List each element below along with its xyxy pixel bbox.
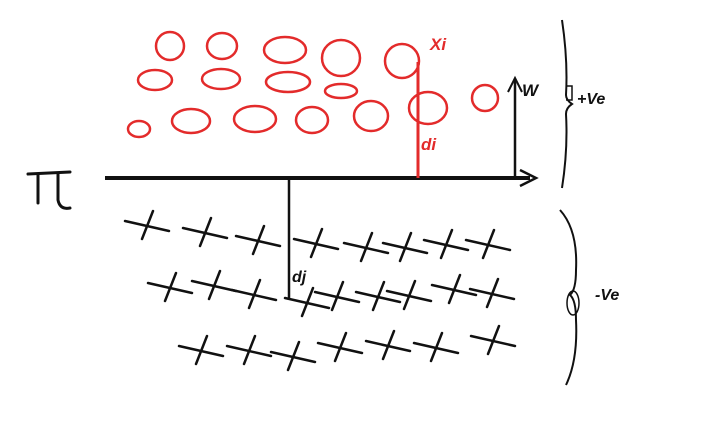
positive-point (170, 107, 212, 135)
dj-label: dj (292, 269, 307, 286)
negative-point (364, 329, 412, 361)
positive-point (136, 68, 174, 92)
positive-point (232, 104, 278, 134)
positive-point (320, 38, 362, 78)
negative-point (412, 331, 460, 363)
negative-point (381, 231, 429, 263)
negative-point (292, 227, 340, 259)
positive-point (126, 119, 152, 139)
negative-point (342, 231, 390, 263)
positive-side-label: +Ve (577, 91, 605, 108)
negative-point (316, 331, 364, 363)
negative-point (177, 334, 225, 366)
positive-point (383, 42, 421, 80)
positive-points (126, 30, 500, 139)
negative-point (269, 340, 317, 372)
negative-point (430, 273, 478, 305)
positive-brace-tick (566, 85, 573, 101)
negative-point (354, 280, 402, 312)
di-label: di (421, 135, 437, 154)
positive-point (200, 67, 242, 91)
negative-point (468, 277, 516, 309)
positive-point (323, 82, 359, 100)
negative-point (422, 228, 470, 260)
positive-brace (561, 19, 574, 189)
positive-point (205, 31, 239, 61)
negative-points (123, 209, 517, 372)
positive-point (294, 105, 330, 135)
negative-brace-mark (566, 290, 580, 316)
negative-point (190, 269, 238, 301)
xi-label: Xi (429, 35, 447, 54)
negative-point (464, 228, 512, 260)
negative-point (385, 279, 433, 311)
positive-point (470, 83, 500, 113)
negative-point (181, 216, 229, 248)
pi-symbol (26, 170, 72, 210)
positive-point (154, 30, 186, 62)
negative-point (230, 278, 278, 310)
negative-point (234, 224, 282, 256)
w-label: W (522, 81, 540, 100)
negative-point (469, 324, 517, 356)
negative-point (283, 286, 331, 318)
positive-point (262, 35, 308, 65)
negative-point (146, 271, 194, 303)
negative-brace (559, 209, 578, 386)
positive-point (352, 99, 390, 133)
negative-point (313, 280, 361, 312)
negative-point (123, 209, 171, 241)
w-vector-arrowhead (507, 75, 523, 93)
hyperplane-arrowhead (519, 168, 539, 188)
positive-point (264, 70, 312, 94)
negative-side-label: -Ve (595, 287, 619, 304)
positive-point (407, 90, 449, 126)
negative-point (225, 334, 273, 366)
